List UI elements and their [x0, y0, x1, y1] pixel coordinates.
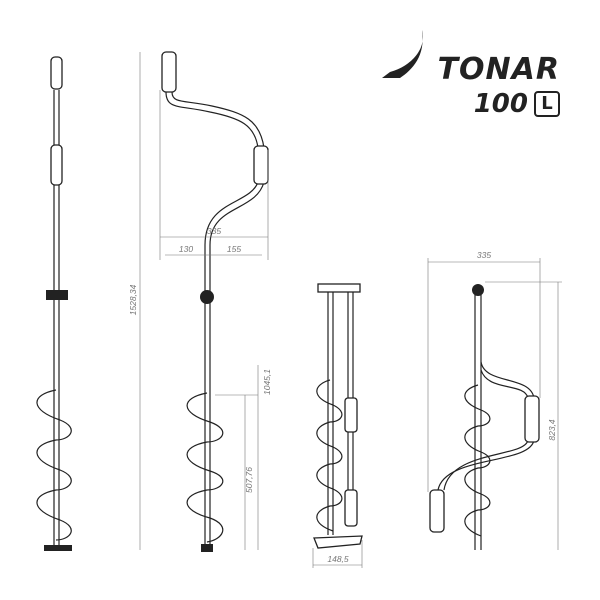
mid-grip — [50, 144, 63, 186]
dim-folded-length: 823,4 — [547, 419, 557, 441]
crank-grip — [253, 145, 269, 185]
auger-folded-front: 335 823,4 — [427, 250, 562, 550]
top-grip — [429, 489, 445, 533]
top-grip — [161, 51, 177, 93]
dim-folded-width: 335 — [477, 250, 491, 260]
length-badge: L — [534, 91, 560, 117]
auger-folded-side: 148,5 — [312, 283, 363, 568]
clamp — [200, 290, 214, 304]
dim-left-offset: 130 — [179, 244, 193, 254]
brand-name: TONAR — [437, 52, 560, 87]
dim-right-offset: 155 — [227, 244, 241, 254]
clamp — [46, 290, 68, 300]
auger-front-view: 1528,34 335 130 155 1045,1 507,76 — [128, 51, 272, 552]
dim-total-length: 1528,34 — [128, 284, 138, 315]
blade — [44, 545, 72, 551]
auger-side-view — [36, 56, 72, 551]
brand-swoosh-logo — [382, 30, 423, 78]
top-grip — [50, 56, 63, 90]
clamp — [472, 284, 484, 296]
model-number: 100 — [473, 89, 528, 119]
crank-grip — [524, 395, 540, 443]
dim-crank-width: 335 — [207, 226, 221, 236]
dim-lower-length: 1045,1 — [262, 369, 272, 395]
dim-auger-length: 507,76 — [244, 467, 254, 493]
top-clamp-bar — [317, 283, 361, 293]
dim-blade-width: 148,5 — [327, 554, 349, 564]
